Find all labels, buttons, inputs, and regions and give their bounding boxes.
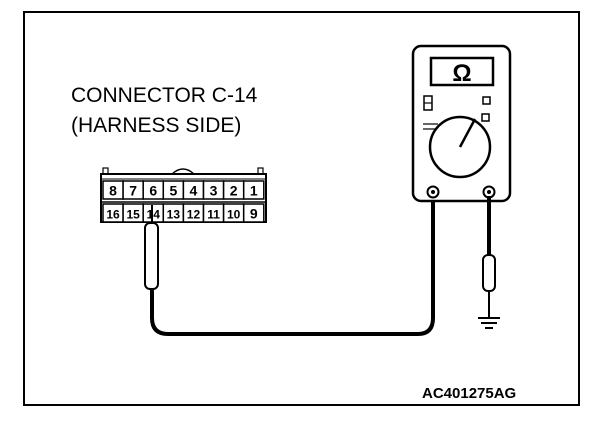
pin-label-12: 12 <box>187 208 201 222</box>
diagram-frame <box>23 11 580 406</box>
pin-label-13: 13 <box>167 208 181 222</box>
ohmmeter: Ω <box>411 44 512 203</box>
pin-cell-1 <box>242 180 265 200</box>
meter-dial-pointer <box>458 118 477 148</box>
pin-label-5: 5 <box>169 183 177 199</box>
ground-symbol-icon <box>478 317 500 329</box>
pin-label-14: 14 <box>147 208 161 222</box>
ground-lead <box>478 196 500 329</box>
pin-label-16: 16 <box>106 208 120 222</box>
pin-label-6: 6 <box>149 183 157 199</box>
figure-id: AC401275AG <box>422 385 517 402</box>
pin-label-15: 15 <box>126 208 140 222</box>
connector-side-label: (HARNESS SIDE) <box>71 114 242 137</box>
pin-label-7: 7 <box>129 183 137 199</box>
meter-indicator-right-top <box>482 96 491 105</box>
meter-mode-symbol: Ω <box>452 60 471 87</box>
meter-display <box>429 56 495 87</box>
pin-label-11: 11 <box>207 208 220 222</box>
connector-label: CONNECTOR C-14 <box>71 84 258 107</box>
pin-label-3: 3 <box>210 183 218 199</box>
pin-cell-9 <box>242 203 265 223</box>
test-lead-wire <box>150 196 435 336</box>
pin-label-9: 9 <box>250 206 258 222</box>
pin-label-2: 2 <box>230 183 238 199</box>
pin-label-10: 10 <box>227 208 241 222</box>
pin-label-8: 8 <box>109 183 117 199</box>
connector-latch <box>171 168 195 175</box>
pin-label-4: 4 <box>190 183 198 199</box>
pin-label-1: 1 <box>250 183 258 199</box>
meter-indicator-right-bottom <box>481 113 490 122</box>
ground-probe-handle <box>482 254 496 292</box>
probe-handle <box>144 222 159 290</box>
